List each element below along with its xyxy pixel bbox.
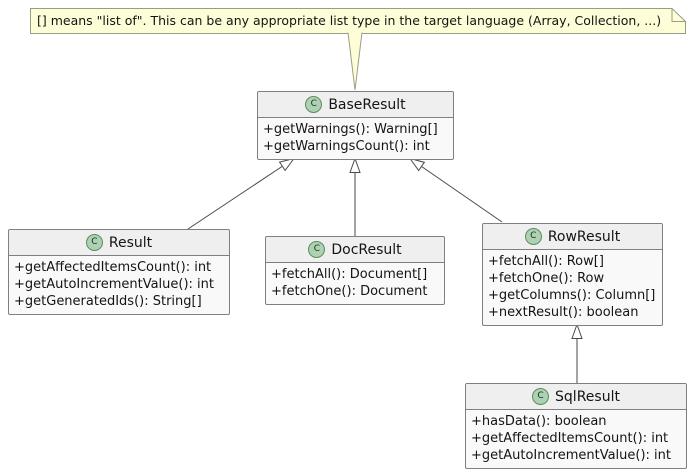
class-title: SqlResult	[555, 388, 620, 405]
inheritance-arrow-result-baseresult	[187, 157, 296, 230]
class-header: C DocResult	[266, 237, 444, 263]
class-header: C BaseResult	[258, 92, 453, 118]
method-line: +getWarningsCount(): int	[263, 139, 430, 154]
method-line: +getGeneratedIds(): String[]	[14, 294, 202, 309]
class-header: C Result	[9, 230, 229, 256]
note-text: [] means "list of". This can be any appr…	[37, 13, 662, 28]
method-line: +getAutoIncrementValue(): int	[471, 448, 672, 463]
method-line: +fetchOne(): Row	[488, 271, 605, 286]
class-circle-icon: C	[524, 228, 542, 245]
class-box-rowresult: C RowResult +fetchAll(): Row[] +fetchOne…	[482, 223, 663, 326]
class-circle-icon: C	[532, 388, 550, 405]
class-box-result: C Result +getAffectedItemsCount(): int +…	[8, 229, 230, 315]
class-title: Result	[108, 234, 153, 251]
note-fold-corner	[671, 8, 686, 22]
method-line: +fetchAll(): Row[]	[488, 254, 604, 269]
class-box-docresult: C DocResult +fetchAll(): Document[] +fet…	[265, 236, 445, 305]
class-title: RowResult	[547, 228, 621, 245]
method-line: +hasData(): boolean	[471, 414, 607, 429]
class-title: BaseResult	[328, 96, 406, 113]
method-line: +getWarnings(): Warning[]	[263, 122, 438, 137]
method-line: +fetchAll(): Document[]	[271, 267, 428, 282]
class-members: +fetchAll(): Row[] +fetchOne(): Row +get…	[483, 250, 662, 325]
class-circle-icon: C	[308, 241, 326, 258]
note-tail	[347, 32, 363, 91]
method-line: +nextResult(): boolean	[488, 305, 639, 320]
class-header: C SqlResult	[466, 384, 686, 410]
class-box-sqlresult: C SqlResult +hasData(): boolean +getAffe…	[465, 383, 687, 469]
class-header: C RowResult	[483, 224, 662, 250]
class-members: +getAffectedItemsCount(): int +getAutoIn…	[9, 256, 229, 314]
class-members: +fetchAll(): Document[] +fetchOne(): Doc…	[266, 263, 444, 304]
class-members: +hasData(): boolean +getAffectedItemsCou…	[466, 410, 686, 468]
method-line: +getAffectedItemsCount(): int	[14, 260, 212, 275]
class-members: +getWarnings(): Warning[] +getWarningsCo…	[258, 118, 453, 159]
method-line: +getAutoIncrementValue(): int	[14, 277, 215, 292]
method-line: +getColumns(): Column[]	[488, 288, 656, 303]
class-circle-icon: C	[85, 234, 103, 251]
method-line: +fetchOne(): Document	[271, 284, 428, 299]
inheritance-arrow-rowresult-baseresult	[408, 157, 503, 223]
class-title: DocResult	[331, 241, 402, 258]
method-line: +getAffectedItemsCount(): int	[471, 431, 669, 446]
class-circle-icon: C	[305, 96, 323, 113]
class-box-baseresult: C BaseResult +getWarnings(): Warning[] +…	[257, 91, 454, 160]
